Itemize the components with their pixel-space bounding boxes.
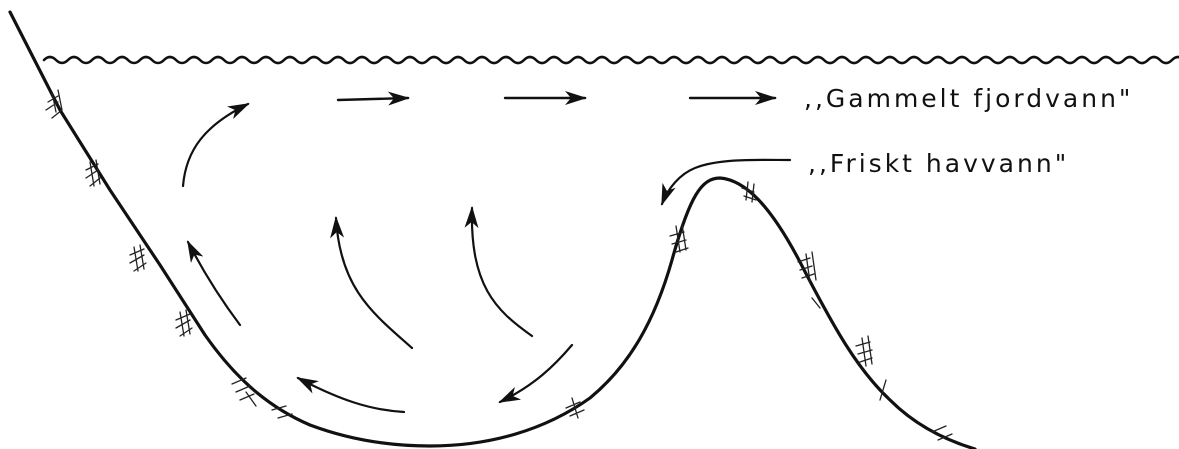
fjord-seabed-profile — [10, 12, 975, 449]
circulation-arrow-center-right — [472, 208, 532, 336]
circulation-arrow-bottom-right — [500, 345, 572, 402]
slope-hatching-left — [46, 90, 292, 418]
surface-outflow-arrow-1 — [338, 98, 408, 100]
sill-hatching — [566, 182, 952, 440]
old-fjord-water-label: ,,Gammelt fjordvann" — [804, 86, 1133, 111]
circulation-arrow-left-lower — [188, 242, 240, 325]
circulation-arrow-center-left — [336, 218, 412, 348]
sea-surface-line — [44, 57, 1179, 63]
circulation-arrow-left-upper — [183, 104, 248, 186]
fresh-sea-water-label: ,,Friskt havvann" — [808, 151, 1069, 176]
inflow-arrow — [662, 160, 790, 204]
circulation-arrow-bottom-left — [298, 378, 404, 412]
